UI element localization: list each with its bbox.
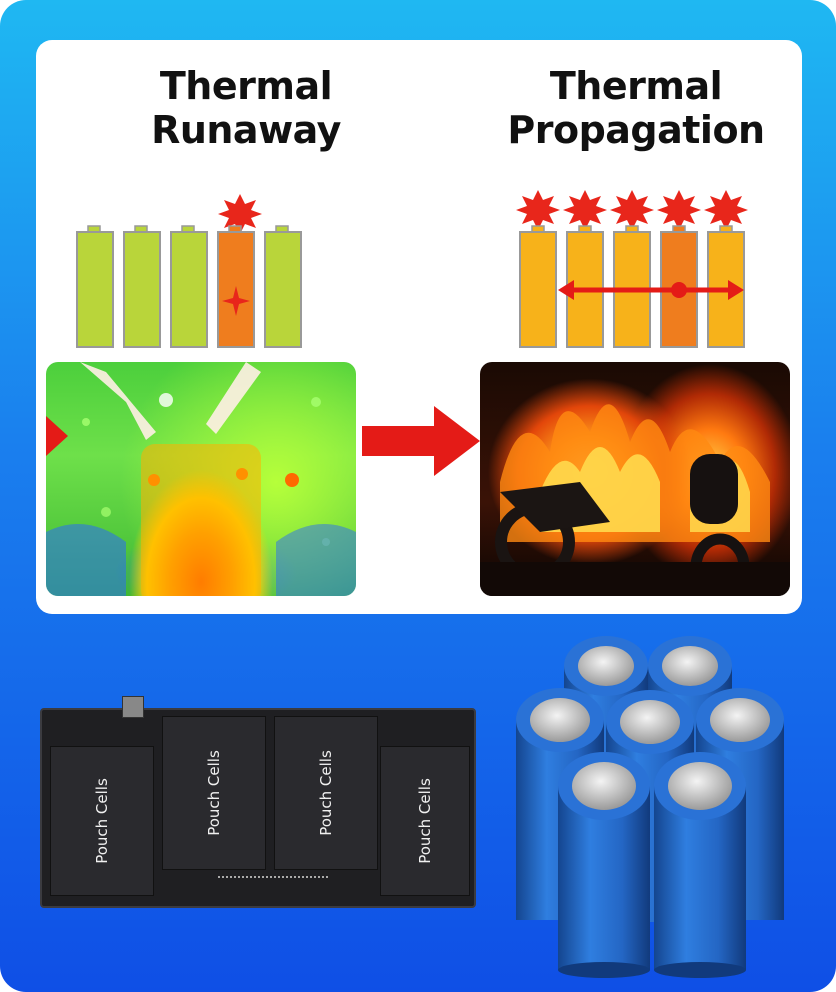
- title-line: Thermal: [159, 64, 333, 108]
- battery-healthy: [76, 225, 114, 348]
- right-arrow-icon: [362, 406, 480, 476]
- spark-icon: [222, 286, 250, 316]
- cell-front-right: [654, 752, 746, 978]
- battery-healthy: [170, 225, 208, 348]
- pouch-cell: Pouch Cells: [50, 746, 154, 896]
- thermal-camera-image: [46, 362, 356, 596]
- pouch-cell-label: Pouch Cells: [416, 778, 434, 864]
- pouch-cell-label: Pouch Cells: [205, 750, 223, 836]
- burst-icon: [657, 190, 701, 230]
- burst-icon: [610, 190, 654, 230]
- title-line: Propagation: [507, 108, 765, 152]
- thermal-propagation-title: Thermal Propagation: [476, 64, 796, 152]
- thermal-detail: [46, 362, 356, 596]
- battery-failed: [217, 225, 255, 348]
- battery-heated: [707, 225, 745, 348]
- pouch-cell: Pouch Cells: [162, 716, 266, 870]
- burning-scooter-image: [480, 362, 790, 596]
- side-arrow-icon: [46, 416, 68, 456]
- double-arrow-icon: [558, 280, 744, 300]
- burst-icon: [704, 190, 748, 230]
- comparison-panel: Thermal Runaway Thermal Propagation: [36, 40, 802, 614]
- battery-healthy: [264, 225, 302, 348]
- title-line: Thermal: [549, 64, 723, 108]
- connector: [122, 696, 144, 718]
- regulatory-marks: [218, 876, 328, 886]
- burst-icon: [516, 190, 560, 230]
- battery-heated: [613, 225, 651, 348]
- burst-icon: [563, 190, 607, 230]
- burst-icon: [218, 194, 262, 234]
- pouch-cell: Pouch Cells: [380, 746, 470, 896]
- battery-healthy: [123, 225, 161, 348]
- runaway-battery-row: [76, 194, 302, 348]
- title-line: Runaway: [151, 108, 341, 152]
- pouch-cell-label: Pouch Cells: [93, 778, 111, 864]
- propagation-battery-row: [516, 190, 748, 348]
- cell-front-left: [558, 752, 650, 978]
- pouch-cell-battery: Pouch Cells Pouch Cells Pouch Cells Pouc…: [40, 696, 476, 908]
- battery-heated: [519, 225, 557, 348]
- cylindrical-cells: [516, 636, 784, 978]
- pouch-cell: Pouch Cells: [274, 716, 378, 870]
- thermal-runaway-title: Thermal Runaway: [96, 64, 396, 152]
- fire-detail: [480, 404, 790, 596]
- pouch-cell-label: Pouch Cells: [317, 750, 335, 836]
